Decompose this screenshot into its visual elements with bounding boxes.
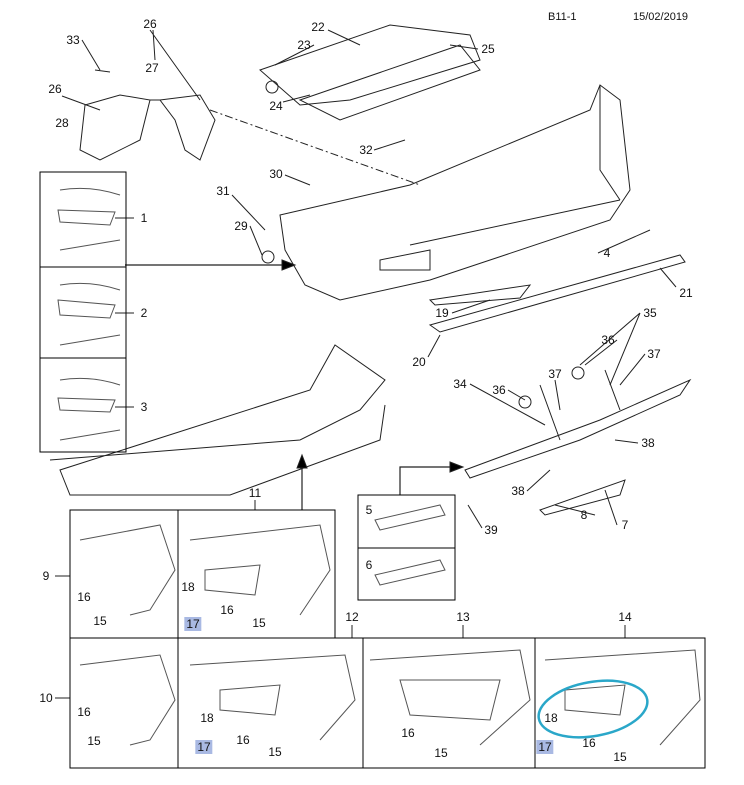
lower-bumper-drawing <box>49 344 386 496</box>
callout-highlighted[interactable]: 17 <box>536 740 554 754</box>
callout[interactable]: 32 <box>359 143 373 157</box>
callout[interactable]: 26 <box>48 82 62 96</box>
callout[interactable]: 22 <box>311 20 325 34</box>
callout[interactable]: 19 <box>435 306 449 320</box>
highlight-circle <box>537 679 649 739</box>
callout-highlighted[interactable]: 17 <box>195 740 213 754</box>
diagram-date: 15/02/2019 <box>633 11 689 23</box>
callout[interactable]: 38 <box>511 484 525 498</box>
callout[interactable]: 36 <box>601 333 615 347</box>
callout[interactable]: 24 <box>269 99 283 113</box>
callout[interactable]: 23 <box>297 38 311 52</box>
callout[interactable]: 15 <box>93 614 107 628</box>
callout[interactable]: 16 <box>401 726 415 740</box>
inset-panels <box>39 171 706 769</box>
callout[interactable]: 9 <box>42 569 50 583</box>
callout[interactable]: 16 <box>77 590 91 604</box>
callout[interactable]: 36 <box>492 383 506 397</box>
callout[interactable]: 12 <box>345 610 359 624</box>
callout[interactable]: 21 <box>679 286 693 300</box>
callout[interactable]: 16 <box>77 705 91 719</box>
callout[interactable]: 15 <box>87 734 101 748</box>
callout[interactable]: 2 <box>140 306 148 320</box>
callout[interactable]: 18 <box>200 711 214 725</box>
callout[interactable]: 3 <box>140 400 148 414</box>
callout[interactable]: 16 <box>220 603 234 617</box>
callout[interactable]: 37 <box>647 347 661 361</box>
callout[interactable]: 6 <box>365 558 373 572</box>
callout[interactable]: 20 <box>412 355 426 369</box>
callout[interactable]: 28 <box>55 116 69 130</box>
callout[interactable]: 4 <box>603 246 611 260</box>
callout[interactable]: 33 <box>66 33 80 47</box>
callout[interactable]: 35 <box>643 306 657 320</box>
callout[interactable]: 26 <box>143 17 157 31</box>
callout[interactable]: 29 <box>234 219 248 233</box>
callout[interactable]: 18 <box>544 711 558 725</box>
callout-highlighted[interactable]: 17 <box>184 617 202 631</box>
bracket-assembly-drawing <box>79 24 481 186</box>
leader-lines <box>55 29 677 699</box>
callout[interactable]: 37 <box>548 367 562 381</box>
callout[interactable]: 5 <box>365 503 373 517</box>
support-bar-drawing <box>261 80 692 516</box>
callout[interactable]: 15 <box>252 616 266 630</box>
callout[interactable]: 1 <box>140 211 148 225</box>
callout[interactable]: 7 <box>621 518 629 532</box>
callout[interactable]: 25 <box>481 42 495 56</box>
callout[interactable]: 39 <box>484 523 498 537</box>
callout[interactable]: 10 <box>39 691 53 705</box>
callout[interactable]: 27 <box>145 61 159 75</box>
callout[interactable]: 30 <box>269 167 283 181</box>
callout[interactable]: 15 <box>434 746 448 760</box>
callout[interactable]: 16 <box>236 733 250 747</box>
callout[interactable]: 15 <box>613 750 627 764</box>
rear-bumper-fascia-drawing <box>279 84 686 333</box>
variant-sketches <box>57 187 701 746</box>
callout[interactable]: 16 <box>582 736 596 750</box>
diagram-code: B11-1 <box>548 11 577 23</box>
callout[interactable]: 34 <box>453 377 467 391</box>
callout[interactable]: 11 <box>248 486 262 500</box>
callout[interactable]: 14 <box>618 610 632 624</box>
callout[interactable]: 38 <box>641 436 655 450</box>
callout[interactable]: 8 <box>580 508 588 522</box>
callout[interactable]: 13 <box>456 610 470 624</box>
callout[interactable]: 31 <box>216 184 230 198</box>
callout[interactable]: 18 <box>181 580 195 594</box>
callout[interactable]: 15 <box>268 745 282 759</box>
